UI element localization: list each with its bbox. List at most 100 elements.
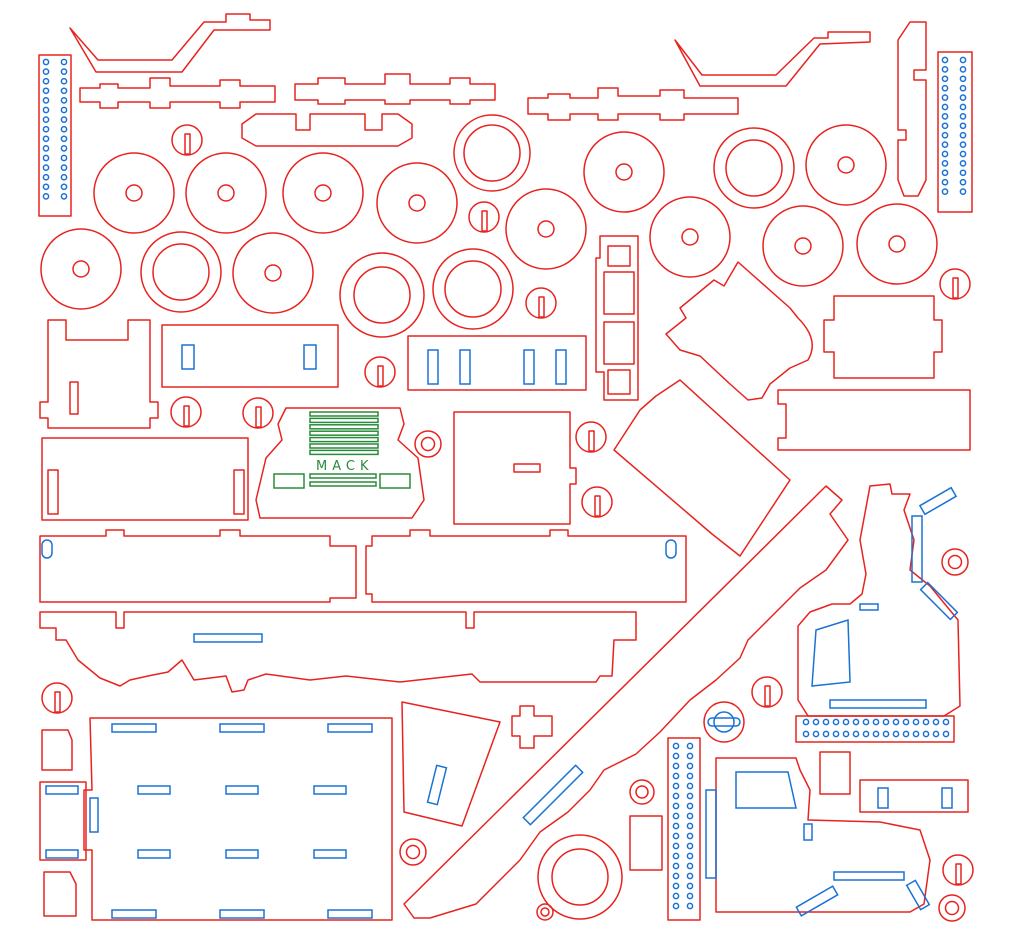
rail-top-2 bbox=[294, 73, 496, 105]
axle-clip bbox=[242, 397, 274, 429]
seat-slot-2 bbox=[803, 823, 813, 841]
peg-hole bbox=[902, 730, 910, 738]
axle-clip-slot bbox=[955, 863, 962, 885]
washer-hole bbox=[540, 907, 550, 917]
peg-hole bbox=[902, 718, 910, 726]
peg-hole bbox=[42, 97, 50, 104]
door-slot-5 bbox=[829, 699, 927, 709]
door-slot-1 bbox=[911, 515, 923, 583]
seat-frame bbox=[715, 757, 931, 913]
floor-plate-b-slot-3 bbox=[523, 349, 535, 385]
axle-clip-slot bbox=[184, 133, 191, 155]
gear-ring-slot bbox=[707, 717, 741, 727]
bed-slot bbox=[327, 723, 373, 733]
peg-rail-horizontal bbox=[795, 715, 955, 743]
floor-plate-a-slot-1 bbox=[181, 344, 195, 370]
peg-hole bbox=[941, 188, 949, 195]
grille-bar bbox=[309, 436, 379, 443]
axle-clip bbox=[41, 682, 73, 714]
peg-hole bbox=[959, 141, 967, 148]
spring-hanger-window-2 bbox=[603, 321, 635, 365]
bed-slot bbox=[219, 909, 265, 919]
peg-hole bbox=[941, 141, 949, 148]
chassis-bed-slots bbox=[45, 723, 373, 919]
peg-hole bbox=[941, 56, 949, 64]
peg-hole bbox=[42, 135, 50, 143]
wheel-disc bbox=[40, 228, 122, 310]
crank-arm bbox=[665, 261, 813, 401]
axle-clip bbox=[581, 486, 613, 518]
peg-hole bbox=[60, 154, 68, 162]
axle-clip-slot bbox=[255, 406, 262, 428]
wheel-discs bbox=[40, 114, 969, 922]
peg-hole bbox=[60, 97, 68, 104]
spring-hanger bbox=[595, 235, 639, 401]
peg-hole bbox=[912, 718, 920, 726]
washer bbox=[414, 430, 442, 458]
peg-hole bbox=[686, 902, 694, 910]
peg-hole bbox=[959, 122, 967, 130]
peg-hole bbox=[672, 882, 680, 890]
peg-hole bbox=[959, 160, 967, 167]
small-box-1 bbox=[819, 751, 851, 795]
peg-hole bbox=[672, 842, 680, 850]
bumper-block bbox=[823, 295, 943, 379]
wheel-disc bbox=[805, 124, 887, 206]
peg-hole bbox=[42, 193, 50, 200]
side-step bbox=[859, 779, 969, 813]
axle-clip-slot bbox=[952, 277, 959, 299]
peg-hole bbox=[42, 68, 50, 75]
gear-ring-inner bbox=[713, 711, 735, 733]
wheel-hub bbox=[888, 235, 906, 253]
peg-hole bbox=[802, 718, 810, 726]
peg-hole bbox=[882, 730, 890, 738]
wheel-disc bbox=[505, 188, 587, 270]
wheel-hub bbox=[125, 184, 143, 202]
seat-slot-5 bbox=[905, 879, 931, 911]
frame-rail-upper-left bbox=[39, 529, 357, 603]
peg-hole bbox=[686, 772, 694, 780]
peg-hole bbox=[686, 802, 694, 810]
tall-side-plate bbox=[897, 21, 927, 197]
peg-hole bbox=[60, 77, 68, 85]
peg-hole bbox=[941, 113, 949, 120]
frame-rail-lower bbox=[39, 611, 637, 693]
peg-hole bbox=[932, 718, 940, 726]
peg-hole bbox=[802, 730, 810, 738]
wheel-hub bbox=[725, 139, 783, 197]
small-bracket-1 bbox=[41, 729, 73, 771]
peg-hole bbox=[822, 718, 830, 726]
wheel-hub bbox=[681, 228, 699, 246]
peg-hole bbox=[60, 58, 68, 66]
fuel-tank-wedge bbox=[401, 701, 501, 827]
peg-hole bbox=[672, 872, 680, 880]
door-frame-plate bbox=[797, 483, 961, 717]
seat-slot-1 bbox=[705, 789, 717, 879]
peg-hole bbox=[686, 832, 694, 840]
wheel-hub bbox=[837, 156, 855, 174]
small-bracket-3 bbox=[43, 871, 77, 917]
axle-clip bbox=[525, 287, 557, 319]
peg-hole bbox=[672, 812, 680, 820]
peg-hole bbox=[672, 822, 680, 830]
door-slot-3 bbox=[919, 581, 959, 621]
bed-slot bbox=[327, 909, 373, 919]
peg-hole bbox=[959, 150, 967, 158]
axle-clip bbox=[170, 396, 202, 428]
bumper-line-2 bbox=[309, 481, 377, 487]
peg-hole bbox=[60, 164, 68, 171]
bed-slot bbox=[45, 849, 79, 859]
peg-hole bbox=[42, 87, 50, 95]
grille-bars bbox=[309, 411, 379, 456]
peg-hole bbox=[672, 752, 680, 760]
peg-row-horizontal bbox=[802, 718, 950, 738]
peg-hole bbox=[42, 106, 50, 114]
right-peg-strip bbox=[937, 51, 973, 213]
floor-plate-a-slot-2 bbox=[303, 344, 317, 370]
peg-hole bbox=[686, 782, 694, 790]
wheel-disc bbox=[282, 152, 364, 234]
peg-hole bbox=[892, 718, 900, 726]
axle-clip bbox=[575, 421, 607, 453]
peg-hole bbox=[812, 730, 820, 738]
battery-box-slot-1 bbox=[47, 469, 59, 515]
